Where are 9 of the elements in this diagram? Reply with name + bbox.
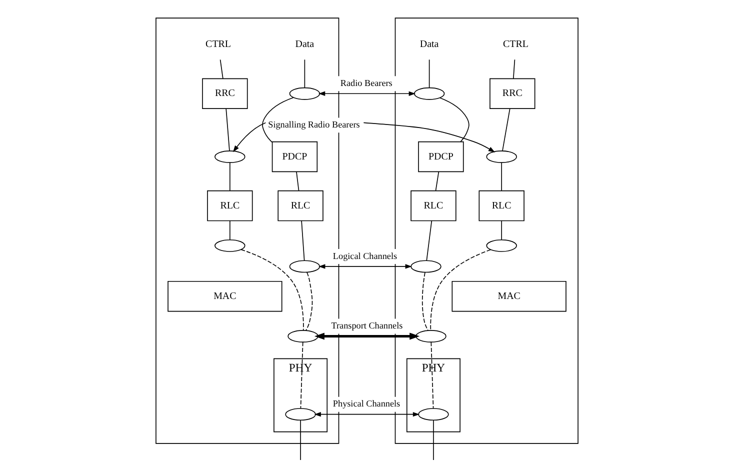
edge-label: Radio Bearers bbox=[340, 78, 392, 88]
node-text: CTRL bbox=[502, 39, 528, 50]
edge-label: Transport Channels bbox=[330, 320, 402, 331]
node-text: Data bbox=[294, 39, 314, 50]
edge-label: Logical Channels bbox=[332, 250, 397, 261]
node-text: Data bbox=[419, 39, 438, 50]
edge-label: Physical Channels bbox=[332, 398, 400, 409]
edge-label: Signalling Radio Bearers bbox=[268, 120, 360, 130]
node-text: CTRL bbox=[205, 39, 230, 50]
